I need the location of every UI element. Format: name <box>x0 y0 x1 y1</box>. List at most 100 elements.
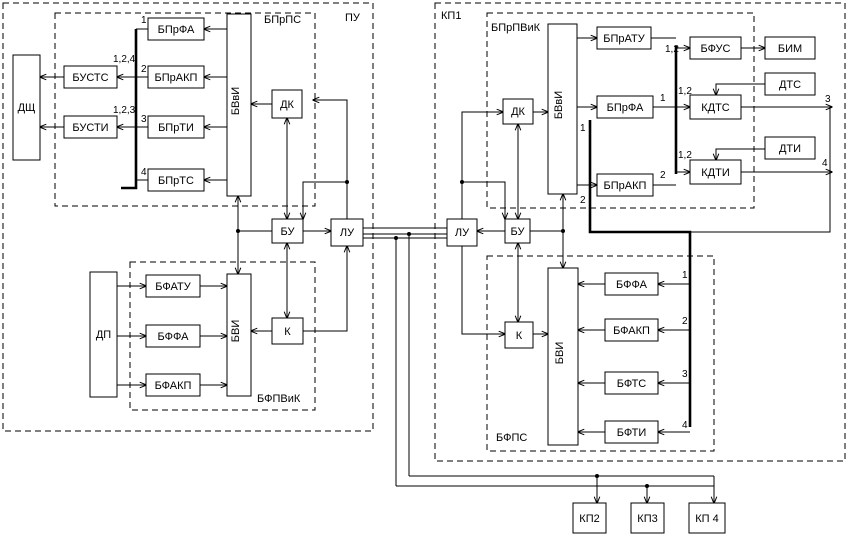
bustc-label: БУСТС <box>72 72 108 84</box>
num-right-1b: 1 <box>660 93 666 104</box>
lu-right-label: ЛУ <box>455 227 470 239</box>
bustc-block: БУСТС <box>63 65 118 89</box>
num-right-12b: 1,2 <box>678 86 692 97</box>
bfakp-right-label: БФАКП <box>613 325 650 337</box>
bfps-frame <box>486 255 715 452</box>
kp2-block: КП2 <box>572 502 607 534</box>
bffa-right-block: БФФА <box>604 272 659 296</box>
bpratu-label: БПрАТУ <box>603 33 645 45</box>
bim-block: БИМ <box>764 36 816 60</box>
num-bfps-2: 2 <box>682 316 688 327</box>
kp3-label: КП3 <box>637 513 657 525</box>
busti-label: БУСТИ <box>72 122 108 134</box>
pu-frame <box>2 2 374 432</box>
num-left-1: 1 <box>141 15 147 26</box>
dp-block: ДП <box>89 271 118 398</box>
bprti-left-block: БПрТИ <box>147 115 205 139</box>
dti-block: ДТИ <box>764 136 816 160</box>
num-bfps-3: 3 <box>682 369 688 380</box>
bprfa-right-block: БПрФА <box>596 95 654 119</box>
bprps-label: БПрПС <box>264 14 301 26</box>
bfts-block: БФТС <box>604 371 659 395</box>
busti-block: БУСТИ <box>63 115 118 139</box>
lu-right-block: ЛУ <box>446 218 478 247</box>
bffa-left-label: БФФА <box>158 331 190 343</box>
bprti-left-label: БПрТИ <box>158 122 194 134</box>
bfus-label: БФУС <box>701 43 731 55</box>
dp-label: ДП <box>96 329 111 341</box>
dk-right-label: ДК <box>511 106 525 118</box>
bprps-frame <box>54 12 316 207</box>
bvvi-right-label: БВвИ <box>553 91 565 119</box>
k-right-block: К <box>504 321 534 349</box>
bu-left-block: БУ <box>271 218 304 244</box>
dk-left-block: ДК <box>271 89 303 119</box>
dts-block: ДТС <box>764 72 816 96</box>
num-right-1a: 1 <box>580 123 586 134</box>
bprts-left-block: БПрТС <box>147 168 205 192</box>
kdti-block: КДТИ <box>689 159 742 185</box>
wires-right <box>460 38 832 432</box>
bvvi-right-block: БВвИ <box>547 23 578 195</box>
bfatu-block: БФАТУ <box>145 274 201 298</box>
kp2-label: КП2 <box>579 513 599 525</box>
lu-left-block: ЛУ <box>330 218 364 247</box>
num-right-2b: 2 <box>660 170 666 181</box>
num-right-12c: 1,2 <box>678 150 692 161</box>
bprakp-right-block: БПрАКП <box>596 173 654 197</box>
kp1-label: КП1 <box>441 10 461 22</box>
num-left-3: 3 <box>141 114 147 125</box>
bvi-left-block: БВИ <box>226 273 252 397</box>
line-numbers: 1 2 3 4 1,2,4 1,2,3 1 2 1 2 1,2 1,2 1,2 … <box>113 15 831 431</box>
bu-left-label: БУ <box>281 226 296 238</box>
bvvi-left-block: БВвИ <box>226 13 252 197</box>
bprakp-left-label: БПрАКП <box>155 72 198 84</box>
bprfa-right-label: БПрФА <box>607 102 644 114</box>
bpratu-block: БПрАТУ <box>596 26 652 50</box>
bprakp-right-label: БПрАКП <box>604 180 647 192</box>
num-right-12a: 1,2 <box>665 44 679 55</box>
dshch-label: ДЩ <box>18 102 36 114</box>
dk-right-block: ДК <box>502 98 534 125</box>
wires-left <box>40 29 349 385</box>
bfus-block: БФУС <box>689 36 742 60</box>
lu-left-label: ЛУ <box>340 227 355 239</box>
bprakp-left-block: БПрАКП <box>147 65 205 89</box>
kp1-frame <box>434 2 846 462</box>
k-left-label: К <box>284 326 291 338</box>
num-right-3: 3 <box>825 94 831 105</box>
bvi-right-block: БВИ <box>547 267 579 446</box>
kdts-block: КДТС <box>689 94 742 120</box>
kp4-block: КП 4 <box>688 502 726 534</box>
bfpvik-label: БФПВиК <box>257 393 301 405</box>
kp4-label: КП 4 <box>695 513 719 525</box>
comm-line <box>363 227 714 503</box>
bprfa-left-block: БПрФА <box>147 17 205 41</box>
pu-label: ПУ <box>345 12 361 24</box>
num-right-4: 4 <box>822 158 828 169</box>
kp3-block: КП3 <box>630 502 665 534</box>
dshch-block: ДЩ <box>12 54 41 161</box>
num-left-4: 4 <box>141 167 147 178</box>
bprts-left-label: БПрТС <box>158 175 194 187</box>
bprpvik-frame <box>486 12 755 209</box>
bfatu-label: БФАТУ <box>155 281 191 293</box>
kdts-label: КДТС <box>701 102 730 114</box>
bvi-right-label: БВИ <box>554 342 566 364</box>
bfps-label: БФПС <box>496 432 527 444</box>
bprfa-left-label: БПрФА <box>158 24 195 36</box>
bffa-left-block: БФФА <box>145 324 201 348</box>
bfts-label: БФТС <box>617 378 647 390</box>
bfti-block: БФТИ <box>604 420 659 444</box>
bim-label: БИМ <box>778 43 802 55</box>
k-right-label: К <box>516 330 523 342</box>
dts-label: ДТС <box>779 79 801 91</box>
bu-right-block: БУ <box>504 218 531 244</box>
bffa-right-label: БФФА <box>616 279 648 291</box>
bvvi-left-label: БВвИ <box>230 87 242 115</box>
num-bfps-4: 4 <box>682 420 688 431</box>
kdti-label: КДТИ <box>701 167 729 179</box>
num-left-2: 2 <box>141 64 147 75</box>
